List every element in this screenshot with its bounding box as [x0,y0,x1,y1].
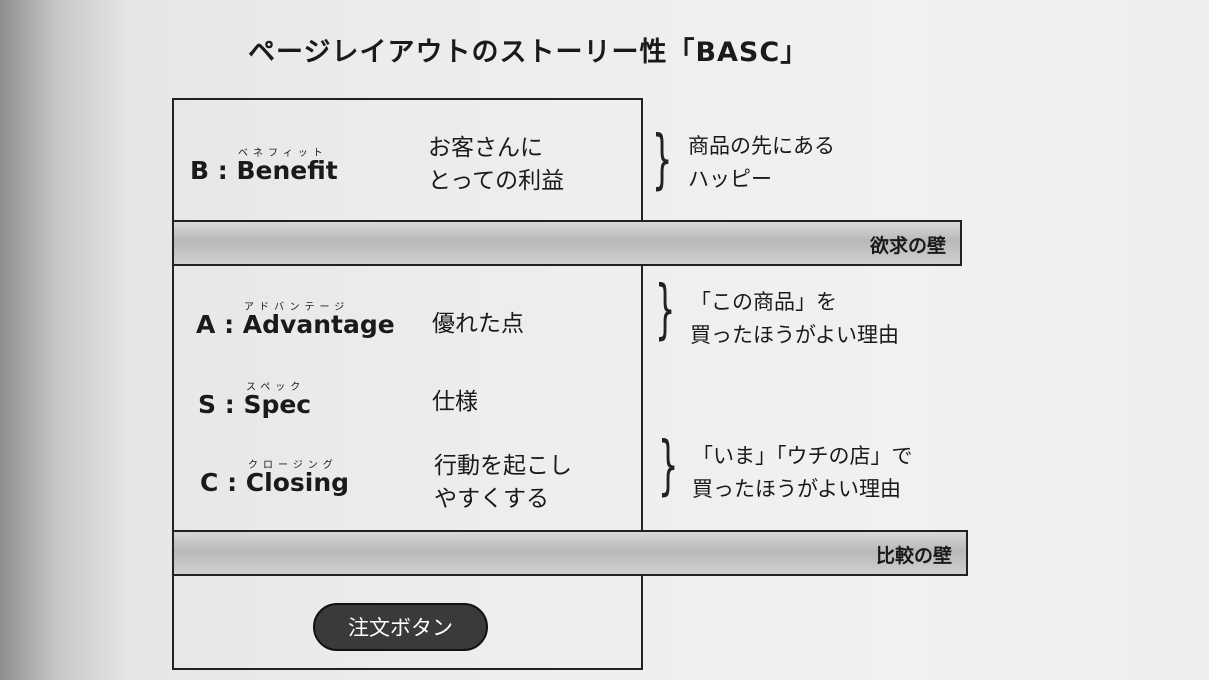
brace-icon: } [652,123,673,197]
benefit-note-line: ハッピー [688,167,772,191]
advantage-ruby: アドバンテージ [244,302,350,313]
advantage-desc-line: 優れた点 [432,311,524,337]
comparison-wall-label: 比較の壁 [875,545,952,567]
advantage-note-line: 買ったほうがよい理由 [690,323,899,347]
spec-desc-line: 仕様 [432,389,478,415]
brace-icon: } [658,429,679,503]
benefit-desc: お客さんに とっての利益 [428,132,564,198]
order-button: 注文ボタン [313,603,488,651]
benefit-term: B : Benefit [190,156,338,185]
benefit-letter: B [190,156,210,185]
advantage-note: 「この商品」を 買ったほうがよい理由 [690,286,899,352]
advantage-note-line: 「この商品」を [690,290,837,314]
brace-icon: } [655,273,676,347]
spec-letter: S [198,390,217,419]
separator: : [227,468,238,497]
comparison-wall-band: 比較の壁 [172,530,968,576]
closing-ruby: クロージング [248,460,338,471]
page-layout-frame [172,98,643,670]
spec-desc: 仕様 [432,386,478,419]
separator: : [224,390,235,419]
closing-desc-line: やすくする [434,486,549,512]
advantage-label: Advantage [242,310,395,339]
advantage-term: A : Advantage [196,310,395,339]
closing-term: C : Closing [200,468,349,497]
benefit-note-line: 商品の先にある [688,134,835,158]
advantage-letter: A [196,310,216,339]
closing-label: Closing [245,468,350,497]
separator: : [224,310,235,339]
diagram-title: ページレイアウトのストーリー性「BASC」 [248,37,809,68]
closing-desc-line: 行動を起こし [434,453,572,479]
closing-note-line: 「いま」「ウチの店」で [692,444,913,468]
spec-label: Spec [243,390,312,419]
closing-note-line: 買ったほうがよい理由 [692,477,901,501]
closing-note: 「いま」「ウチの店」で 買ったほうがよい理由 [692,440,913,506]
closing-desc: 行動を起こし やすくする [434,450,572,516]
benefit-ruby: ベネフィット [238,148,328,159]
closing-letter: C [200,468,219,497]
spec-ruby: スペック [246,382,306,393]
spec-term: S : Spec [198,390,311,419]
desire-wall-label: 欲求の壁 [869,235,946,257]
advantage-desc: 優れた点 [432,308,524,341]
benefit-label: Benefit [236,156,338,185]
benefit-desc-line: とっての利益 [428,168,565,194]
desire-wall-band: 欲求の壁 [172,220,962,266]
benefit-desc-line: お客さんに [428,135,543,161]
benefit-note: 商品の先にある ハッピー [688,130,835,196]
separator: : [217,156,228,185]
